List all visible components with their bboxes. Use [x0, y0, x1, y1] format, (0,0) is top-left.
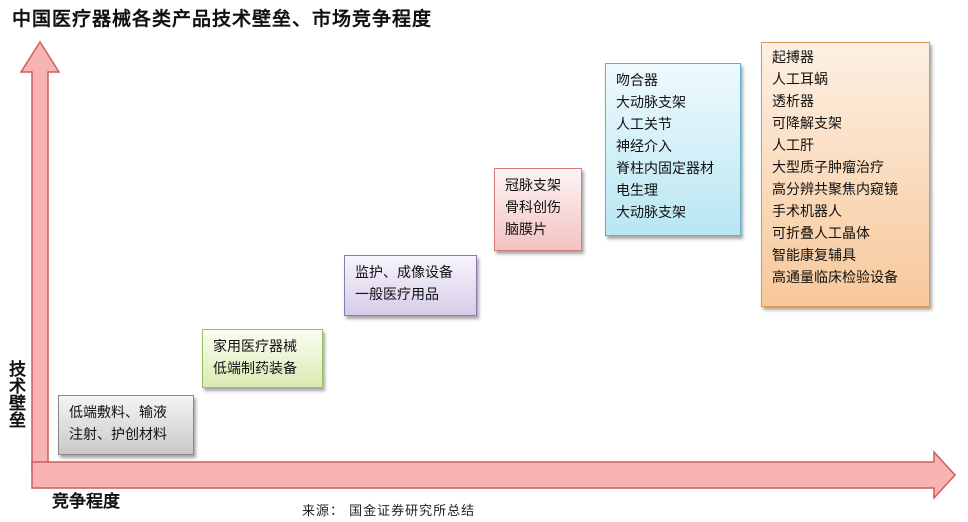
tier-item: 家用医疗器械	[213, 339, 297, 355]
tier-item: 大动脉支架	[616, 205, 686, 221]
tier-item: 冠脉支架	[505, 178, 561, 194]
tier-1-box: 低端敷料、输液 注射、护创材料	[58, 395, 194, 455]
tier-item: 脑膜片	[505, 222, 547, 238]
tier-item: 起搏器	[772, 50, 814, 66]
tier-5-box: 吻合器 大动脉支架 人工关节 神经介入 脊柱内固定器材 电生理 大动脉支架	[605, 63, 741, 236]
tier-item: 手术机器人	[772, 204, 842, 220]
tier-item: 骨科创伤	[505, 200, 561, 216]
tier-item: 电生理	[616, 183, 658, 199]
x-axis-arrow	[31, 450, 957, 500]
source-note: 来源： 国金证券研究所总结	[302, 504, 476, 519]
tier-3-box: 监护、成像设备 一般医疗用品	[344, 255, 477, 316]
tier-item: 大动脉支架	[616, 95, 686, 111]
y-axis-label: 技术壁垒	[5, 360, 25, 428]
y-axis-arrow	[19, 40, 61, 471]
tier-item: 低端制药装备	[213, 361, 297, 377]
tier-item: 人工肝	[772, 138, 814, 154]
tier-item: 注射、护创材料	[69, 427, 167, 443]
tier-item: 可折叠人工晶体	[772, 226, 870, 242]
tier-item: 一般医疗用品	[355, 287, 439, 303]
tier-4-box: 冠脉支架 骨科创伤 脑膜片	[494, 168, 582, 251]
tier-item: 低端敷料、输液	[69, 405, 167, 421]
tier-item: 脊柱内固定器材	[616, 161, 714, 177]
tier-2-box: 家用医疗器械 低端制药装备	[202, 329, 323, 388]
tier-item: 可降解支架	[772, 116, 842, 132]
tier-item: 智能康复辅具	[772, 248, 856, 264]
tier-item: 吻合器	[616, 73, 658, 89]
tier-item: 大型质子肿瘤治疗	[772, 160, 884, 176]
tier-6-box: 起搏器 人工耳蜗 透析器 可降解支架 人工肝 大型质子肿瘤治疗 高分辨共聚焦内窥…	[761, 42, 930, 307]
tier-item: 监护、成像设备	[355, 265, 453, 281]
tier-item: 人工关节	[616, 117, 672, 133]
diagram-title: 中国医疗器械各类产品技术壁垒、市场竞争程度	[12, 8, 433, 30]
tier-item: 高分辨共聚焦内窥镜	[772, 182, 898, 198]
tier-item: 人工耳蜗	[772, 72, 828, 88]
x-axis-label: 竞争程度	[52, 492, 120, 512]
tier-item: 透析器	[772, 94, 814, 110]
tier-item: 高通量临床检验设备	[772, 270, 898, 286]
tier-item: 神经介入	[616, 139, 672, 155]
